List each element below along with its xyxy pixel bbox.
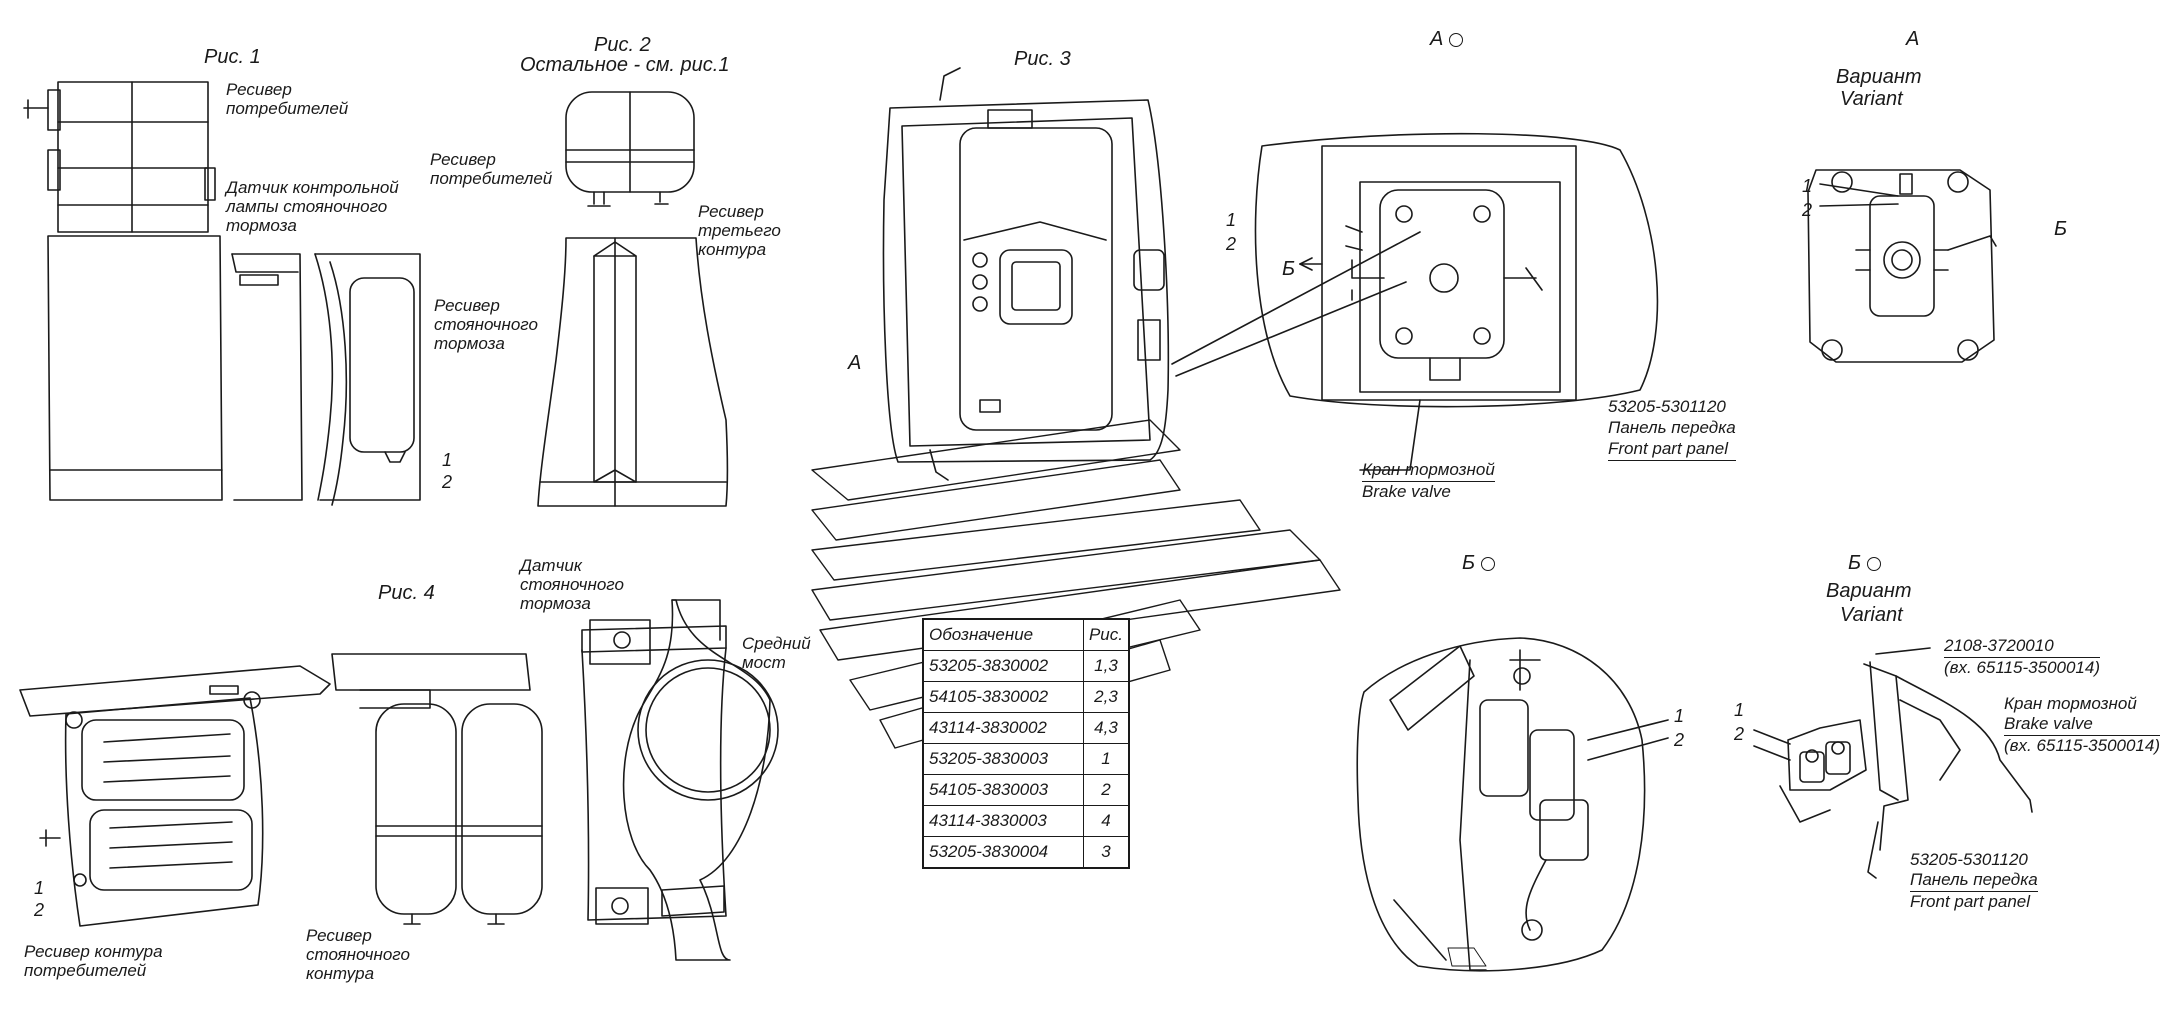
b-variant-valve-en: Brake valve — [2004, 714, 2160, 736]
table-cell-designation: 53205-3830004 — [922, 836, 1084, 869]
view-a-variant-callout-1: 1 — [1802, 176, 1813, 196]
b-variant-part-code: 2108-3720010 — [1944, 636, 2100, 658]
view-a-callout-2: 2 — [1226, 234, 1237, 254]
fig4-callout-1: 1 — [34, 878, 45, 898]
brake-valve-label: Кран тормозной Brake valve — [1362, 460, 1495, 502]
view-b-variant-letter: Б — [1848, 552, 1862, 574]
view-b-variant-en: Variant — [1840, 604, 1903, 626]
fig4-drawing — [19, 599, 779, 961]
view-b-letter: Б — [1462, 552, 1476, 574]
b-variant-panel-code: 53205-5301120 — [1910, 850, 2028, 869]
view-b-callout-1: 1 — [1674, 706, 1685, 726]
b-variant-valve-note: (вх. 65115-3500014) — [2004, 736, 2160, 755]
label-third-circuit-receiver: Ресивер третьего контура — [698, 202, 781, 259]
view-b-callout-2: 2 — [1674, 730, 1685, 750]
fig1-drawing — [23, 81, 421, 506]
view-a-variant-callout-2: 2 — [1802, 200, 1813, 220]
view-a-variant-letter: А — [1906, 28, 1920, 50]
fig2-title: Рис. 2 — [594, 34, 651, 56]
diagonal-bands — [811, 419, 1341, 749]
view-b-variant-ru: Вариант — [1826, 580, 1912, 602]
label-consumer-receiver: Ресивер потребителей — [226, 80, 349, 118]
view-a-callout-1: 1 — [1226, 210, 1237, 230]
table-cell-figure: 4,3 — [1082, 712, 1130, 744]
b-variant-panel-en: Front part panel — [1910, 892, 2031, 911]
table-cell-designation: 54105-3830002 — [922, 681, 1084, 713]
label-fig2-consumer-receiver: Ресивер потребителей — [430, 150, 553, 188]
table-header-figure: Рис. — [1082, 618, 1130, 651]
b-variant-valve-label: Кран тормозной Brake valve (вх. 65115-35… — [2004, 694, 2160, 756]
label-parking-circuit-receiver: Ресивер стояночного контура — [306, 926, 410, 983]
table-cell-figure: 3 — [1082, 836, 1130, 869]
b-variant-panel-ru: Панель передка — [1910, 870, 2038, 892]
b-variant-valve-ru: Кран тормозной — [2004, 694, 2137, 713]
table-cell-designation: 53205-3830003 — [922, 743, 1084, 775]
fig1-title: Рис. 1 — [204, 46, 261, 68]
view-a-variant-ru: Вариант — [1836, 66, 1922, 88]
panel-part-number: 53205-5301120 Панель передка Front part … — [1608, 396, 1736, 461]
view-a-drawing — [1171, 132, 1659, 471]
view-b-variant-drawing — [1753, 647, 2033, 879]
table-cell-designation: 53205-3830002 — [922, 650, 1084, 682]
fig1-callout-2: 2 — [442, 472, 453, 492]
fig2-note: Остальное - см. рис.1 — [520, 54, 730, 76]
panel-part-ru: Панель передка — [1608, 418, 1736, 437]
b-variant-panel-label: 53205-5301120 Панель передка Front part … — [1910, 850, 2038, 912]
table-cell-designation: 43114-3830003 — [922, 805, 1084, 837]
view-a-arrow-b: Б — [1282, 258, 1296, 280]
table-cell-designation: 43114-3830002 — [922, 712, 1084, 744]
b-variant-part-label: 2108-3720010 (вх. 65115-3500014) — [1944, 636, 2100, 678]
view-b-title: Б — [1462, 552, 1496, 574]
view-b-variant-callout-1: 1 — [1734, 700, 1745, 720]
view-a-variant-drawing — [1807, 169, 1997, 363]
label-middle-axle: Средний мост — [742, 634, 811, 672]
table-cell-figure: 1,3 — [1082, 650, 1130, 682]
fig2-drawing — [537, 91, 729, 507]
panel-part-en: Front part panel — [1608, 438, 1736, 461]
view-a-title: А — [1430, 28, 1464, 50]
fig3-drawing — [882, 67, 1170, 481]
table-cell-designation: 54105-3830003 — [922, 774, 1084, 806]
fig4-title: Рис. 4 — [378, 582, 435, 604]
view-b-variant-callout-2: 2 — [1734, 724, 1745, 744]
view-b-variant-title: Б — [1848, 552, 1882, 574]
view-a-variant-en: Variant — [1840, 88, 1903, 110]
label-consumer-circuit-receiver: Ресивер контура потребителей — [24, 942, 163, 980]
view-b-drawing — [1356, 637, 1669, 972]
table-cell-figure: 4 — [1082, 805, 1130, 837]
fig3-arrow-a: А — [848, 352, 862, 374]
brake-valve-en: Brake valve — [1362, 482, 1451, 501]
rotation-mark-icon — [1449, 32, 1464, 47]
table-cell-figure: 2 — [1082, 774, 1130, 806]
fig4-callout-2: 2 — [34, 900, 45, 920]
panel-part-code: 53205-5301120 — [1608, 397, 1726, 416]
fig1-callout-1: 1 — [442, 450, 453, 470]
label-parking-brake-sensor: Датчик стояночного тормоза — [520, 556, 624, 613]
table-cell-figure: 1 — [1082, 743, 1130, 775]
table-cell-figure: 2,3 — [1082, 681, 1130, 713]
rotation-mark-icon — [1481, 556, 1496, 571]
brake-valve-ru: Кран тормозной — [1362, 460, 1495, 482]
label-parking-brake-receiver: Ресивер стояночного тормоза — [434, 296, 538, 353]
b-variant-part-note: (вх. 65115-3500014) — [1944, 658, 2100, 677]
view-a-variant-arrow-b: Б — [2054, 218, 2068, 240]
table-header-row: Обозначение Рис. — [922, 618, 1130, 651]
label-parking-lamp-sensor: Датчик контрольной лампы стояночного тор… — [226, 178, 399, 235]
view-a-letter: А — [1430, 28, 1444, 50]
fig3-title: Рис. 3 — [1014, 48, 1071, 70]
table-header-designation: Обозначение — [922, 618, 1084, 651]
rotation-mark-icon — [1867, 556, 1882, 571]
